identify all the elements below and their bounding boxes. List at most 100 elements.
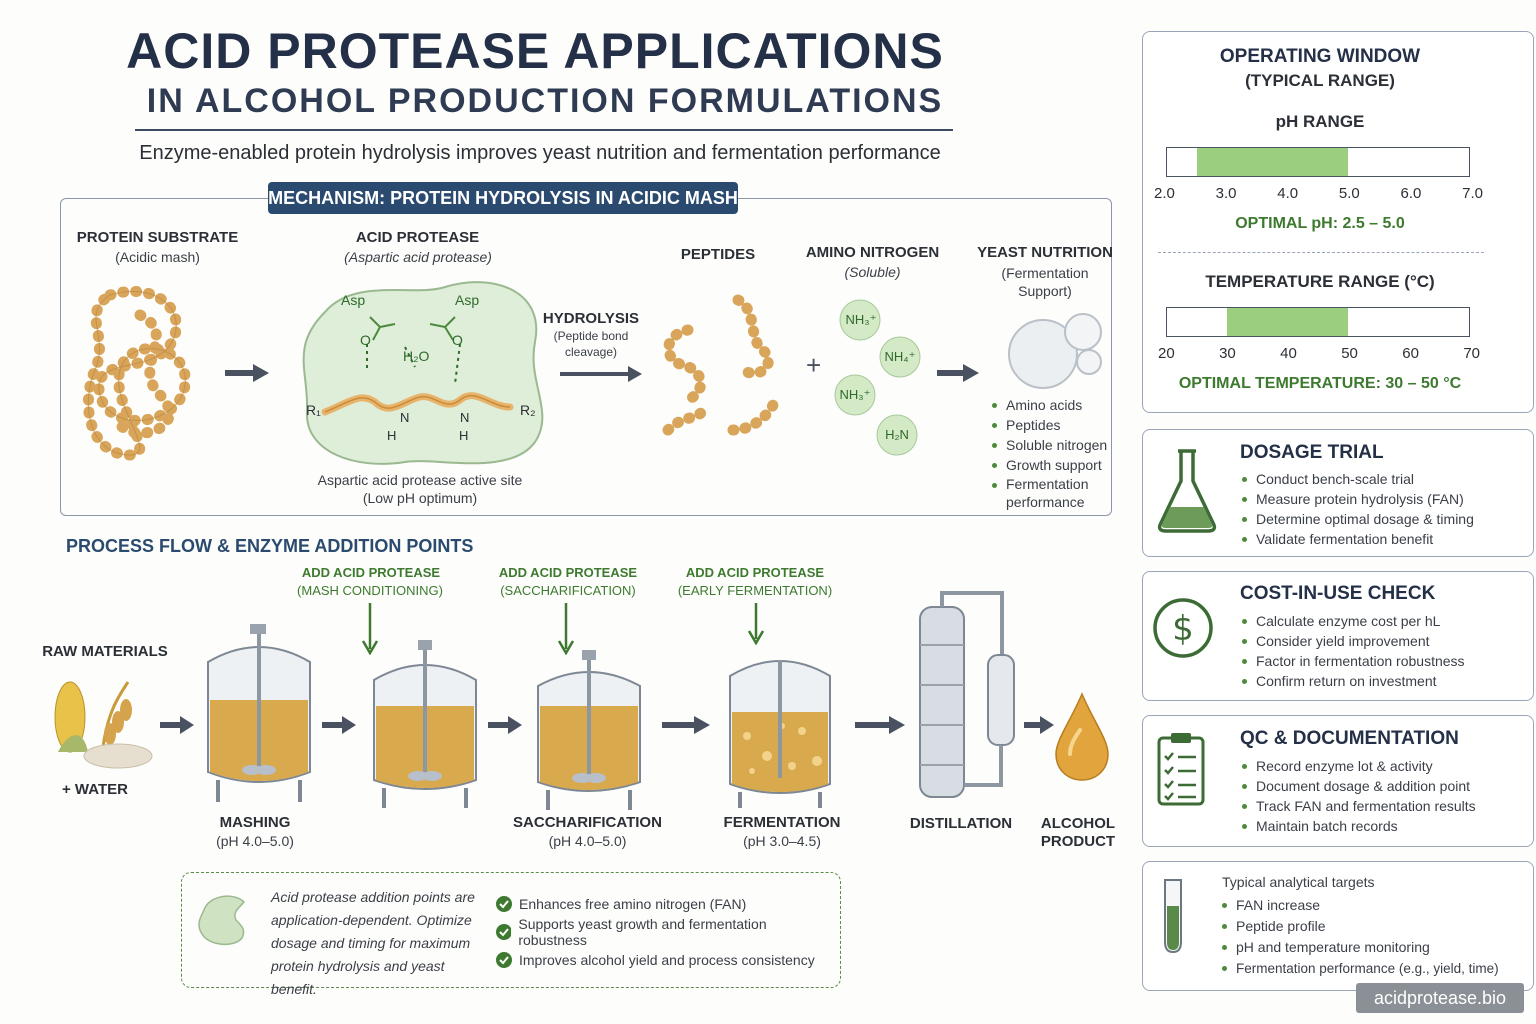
addition-label: ADD ACID PROTEASE xyxy=(498,565,638,580)
arrow-right-icon xyxy=(662,716,710,734)
arrow-right-icon xyxy=(937,364,979,382)
amino-nitrogen-title: AMINO NITROGEN xyxy=(805,244,940,261)
operating-window-panel xyxy=(1142,31,1534,413)
analytical-list: FAN increase Peptide profile pH and temp… xyxy=(1220,895,1520,979)
tick-label: 6.0 xyxy=(1400,185,1422,202)
list-item: Amino acids xyxy=(990,395,1118,415)
stage-name: SACCHARIFICATION xyxy=(513,814,662,831)
yeast-nutrition-sub-2: Support) xyxy=(1018,283,1072,299)
clipboard-icon xyxy=(1157,733,1205,806)
stage-name: FERMENTATION xyxy=(723,814,841,831)
yeast-nutrition-sub: (Fermentation xyxy=(1001,265,1089,281)
grain-icon xyxy=(54,681,153,769)
substrate-title: PROTEIN SUBSTRATE xyxy=(76,229,239,246)
enzyme-subtitle: (Aspartic acid protease) xyxy=(344,249,492,265)
divider xyxy=(1158,252,1484,253)
droplet-icon xyxy=(1055,692,1109,781)
ion-label: NH₃⁺ xyxy=(845,312,877,327)
hydrogen-label: H xyxy=(387,428,397,443)
stage-ph: (pH 4.0–5.0) xyxy=(216,833,294,849)
check-icon xyxy=(496,896,512,912)
list-item: Peptide profile xyxy=(1220,916,1520,937)
mashing-tank-icon xyxy=(207,624,311,802)
stage-ph: (pH 4.0–5.0) xyxy=(548,833,627,849)
arrow-right-icon xyxy=(322,716,356,734)
cost-check-list: Calculate enzyme cost per hL Consider yi… xyxy=(1240,611,1520,691)
list-item: Conduct bench-scale trial xyxy=(1240,469,1520,489)
ph-optimal-fill xyxy=(1197,148,1349,176)
title-divider xyxy=(135,129,953,131)
ph-optimal-label: OPTIMAL pH: 2.5 – 5.0 xyxy=(1235,215,1405,232)
peptides-icon xyxy=(662,294,779,436)
nitrogen-label: N xyxy=(400,410,410,425)
dosage-trial-panel xyxy=(1142,429,1534,557)
distillation-column-icon xyxy=(919,591,1015,798)
amino-nitrogen-subtitle: (Soluble) xyxy=(844,264,901,280)
tick-label: 40 xyxy=(1280,345,1297,362)
list-item: Growth support xyxy=(990,455,1118,475)
oxygen-label: O xyxy=(360,332,371,348)
protein-chain-icon xyxy=(83,285,191,461)
dollar-icon: $ xyxy=(1153,598,1213,658)
tick-label: 2.0 xyxy=(1154,185,1175,202)
benefit-item: Supports yeast growth and fermentation r… xyxy=(518,916,767,948)
qc-panel xyxy=(1142,715,1534,847)
check-icon xyxy=(496,924,512,940)
tick-label: 50 xyxy=(1341,345,1358,362)
qc-title: QC & DOCUMENTATION xyxy=(1240,728,1459,749)
stage-name: MASHING xyxy=(219,814,291,831)
tick-label: 60 xyxy=(1402,345,1419,362)
list-item: Consider yield improvement xyxy=(1240,631,1520,651)
saccharification-tank-icon xyxy=(537,650,641,810)
stage-ph: (pH 3.0–4.5) xyxy=(743,833,821,849)
analytical-panel xyxy=(1142,861,1534,991)
list-item: Measure protein hydrolysis (FAN) xyxy=(1240,489,1520,509)
temperature-optimal-fill xyxy=(1227,308,1349,336)
raw-materials-label: RAW MATERIALS xyxy=(42,643,168,660)
list-item: Fermentation performance (e.g., yield, t… xyxy=(1220,958,1520,979)
r2-label: R₂ xyxy=(520,402,536,418)
r1-label: R₁ xyxy=(306,402,321,418)
conditioning-tank-icon xyxy=(373,640,477,808)
ph-range-bar xyxy=(1166,147,1470,177)
ammonium-ions-icon xyxy=(834,299,921,456)
list-item: pH and temperature monitoring xyxy=(1220,937,1520,958)
arrow-right-icon xyxy=(1024,716,1054,734)
tick-label: 5.0 xyxy=(1338,185,1360,202)
nitrogen-label: N xyxy=(460,410,470,425)
tick-label: 20 xyxy=(1158,345,1175,362)
operating-window-title: OPERATING WINDOW xyxy=(1219,46,1421,67)
check-icon xyxy=(496,952,512,968)
page-subtitle: Enzyme-enabled protein hydrolysis improv… xyxy=(139,142,941,164)
stage-name-2: PRODUCT xyxy=(1040,833,1116,850)
water-label: H₂O xyxy=(403,348,430,364)
analytical-title: Typical analytical targets xyxy=(1222,874,1375,890)
addition-sub: (SACCHARIFICATION) xyxy=(500,583,636,598)
oxygen-label: O xyxy=(452,332,463,348)
list-item: FAN increase xyxy=(1220,895,1520,916)
ph-range-title: pH RANGE xyxy=(1275,112,1365,131)
temperature-scale: 20 30 40 50 60 70 xyxy=(1158,345,1480,362)
arrow-right-icon xyxy=(160,716,194,734)
benefit-item: Enhances free amino nitrogen (FAN) xyxy=(519,896,747,912)
page-title-line2: IN ALCOHOL PRODUCTION FORMULATIONS xyxy=(146,82,944,120)
stage-name: DISTILLATION xyxy=(909,815,1013,832)
addition-label: ADD ACID PROTEASE xyxy=(301,565,441,580)
yeast-nutrition-list: Amino acids Peptides Soluble nitrogen Gr… xyxy=(990,395,1118,511)
list-item: Confirm return on investment xyxy=(1240,671,1520,691)
notes-panel xyxy=(181,872,841,988)
asp-right-label: Asp xyxy=(455,292,480,308)
arrow-right-icon xyxy=(855,716,905,734)
ion-label: NH₄⁺ xyxy=(884,349,916,364)
plus-sign: + xyxy=(806,350,822,380)
hydrolysis-title: HYDROLYSIS xyxy=(542,310,640,327)
list-item: Validate fermentation benefit xyxy=(1240,529,1520,549)
note-text: Acid protease addition points are applic… xyxy=(271,889,475,997)
svg-text:$: $ xyxy=(1172,609,1194,649)
arrow-right-icon xyxy=(560,366,642,382)
benefits-list: Enhances free amino nitrogen (FAN) Suppo… xyxy=(496,890,826,974)
arrow-right-icon xyxy=(225,364,269,382)
active-site-caption: Aspartic acid protease active site xyxy=(317,472,523,488)
benefit-item: Improves alcohol yield and process consi… xyxy=(519,952,815,968)
process-flow-title: PROCESS FLOW & ENZYME ADDITION POINTS xyxy=(66,536,474,556)
